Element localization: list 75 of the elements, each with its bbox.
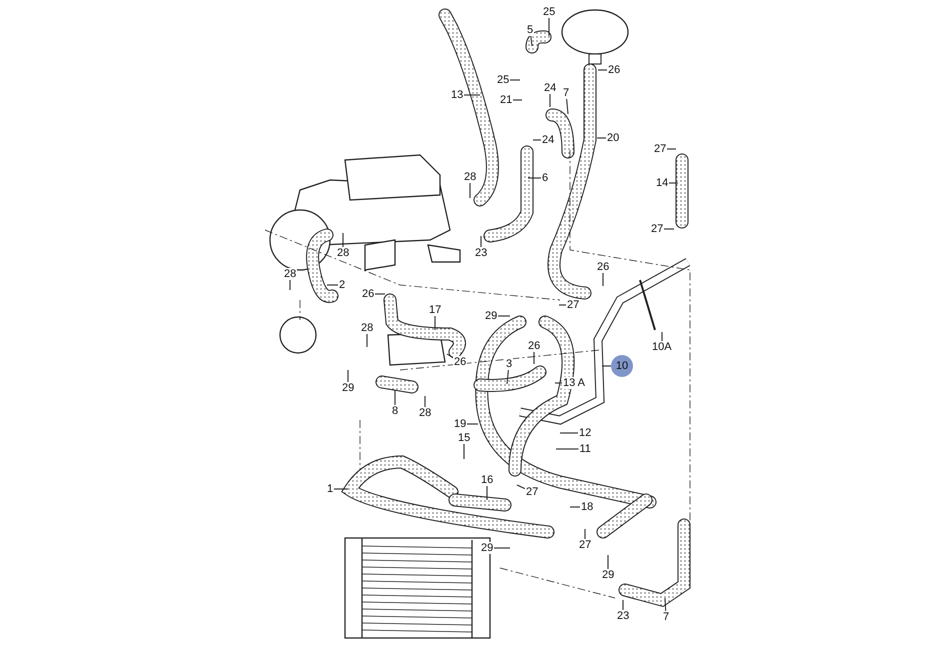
callout-number: 24 xyxy=(543,82,558,94)
callout-number: 28 xyxy=(283,268,298,280)
leader-line xyxy=(556,448,579,450)
leader-line xyxy=(434,316,436,330)
callout-number: 26 xyxy=(453,356,468,368)
callout-number: 15 xyxy=(457,432,472,444)
leader-line xyxy=(366,334,368,348)
leader-line xyxy=(530,36,532,46)
leader-line xyxy=(342,232,344,248)
callout-number: 19 xyxy=(453,418,468,430)
leader-line xyxy=(506,370,509,384)
callout-number: 11 xyxy=(578,443,592,455)
callout-number: 28 xyxy=(463,171,478,183)
callout-number: 23 xyxy=(474,247,488,259)
callout-number: 29 xyxy=(341,382,356,394)
callout-number: 29 xyxy=(484,310,498,322)
callout-number: 26 xyxy=(596,261,610,273)
leader-line xyxy=(566,98,568,114)
callout-number: 5 xyxy=(526,24,534,36)
callout-number: 13 xyxy=(450,89,464,101)
callout-number: 1 xyxy=(326,483,334,495)
callout-number: 10A xyxy=(651,341,673,353)
callout-number: 27 xyxy=(578,539,592,551)
callout-number: 26 xyxy=(361,288,376,300)
callout-number: 2 xyxy=(338,279,346,291)
callout-number: 25 xyxy=(542,6,556,18)
callout-number: 16 xyxy=(480,474,494,486)
callout-number: 21 xyxy=(499,94,514,106)
callout-number: 20 xyxy=(606,132,620,144)
callout-number: 18 xyxy=(580,501,594,513)
leader-line xyxy=(486,486,488,500)
callout-number: 8 xyxy=(391,405,400,417)
leader-line xyxy=(464,94,480,96)
callout-number: 26 xyxy=(527,340,542,352)
callout-number: 7 xyxy=(562,87,570,99)
callout-number: 14 xyxy=(655,177,670,189)
callout-number: 28 xyxy=(336,247,350,259)
callout-number: 24 xyxy=(541,134,556,146)
leader-line xyxy=(480,236,482,248)
callout-number: 25 xyxy=(496,74,510,86)
leader-line xyxy=(516,484,526,490)
callout-number: 12 xyxy=(578,427,592,439)
leader-line xyxy=(548,18,550,36)
callout-number: 27 xyxy=(566,299,580,311)
callout-number: 7 xyxy=(662,611,670,623)
callout-number: 27 xyxy=(650,223,664,235)
callout-number: 17 xyxy=(428,304,442,316)
leader-line xyxy=(668,182,678,184)
leader-line xyxy=(570,506,580,508)
leader-line xyxy=(664,228,674,230)
callout-number: 13 A xyxy=(562,377,586,389)
leader-line xyxy=(664,598,666,612)
leader-line xyxy=(584,528,586,540)
callout-number: 28 xyxy=(360,322,374,334)
callout-number: 27 xyxy=(525,486,540,498)
leader-line xyxy=(424,396,426,408)
leader-line xyxy=(394,390,396,406)
leader-line xyxy=(666,148,676,150)
leader-line xyxy=(334,488,348,490)
leader-line xyxy=(602,272,604,286)
leader-line xyxy=(558,304,566,306)
callout-number: 28 xyxy=(418,407,432,419)
callout-number: 6 xyxy=(541,172,550,184)
leader-line xyxy=(554,382,562,384)
callout-number: 26 xyxy=(607,64,622,76)
leader-line xyxy=(622,600,624,610)
leader-line xyxy=(326,284,338,286)
callout-number: 29 xyxy=(480,542,494,554)
leader-line xyxy=(560,432,578,434)
callout-number: 3 xyxy=(505,358,514,370)
callout-number: 27 xyxy=(653,143,668,155)
callout-number: 29 xyxy=(601,569,616,581)
callout-number: 23 xyxy=(616,610,630,622)
callout-number: 10 xyxy=(611,355,633,377)
leader-line xyxy=(446,354,454,358)
